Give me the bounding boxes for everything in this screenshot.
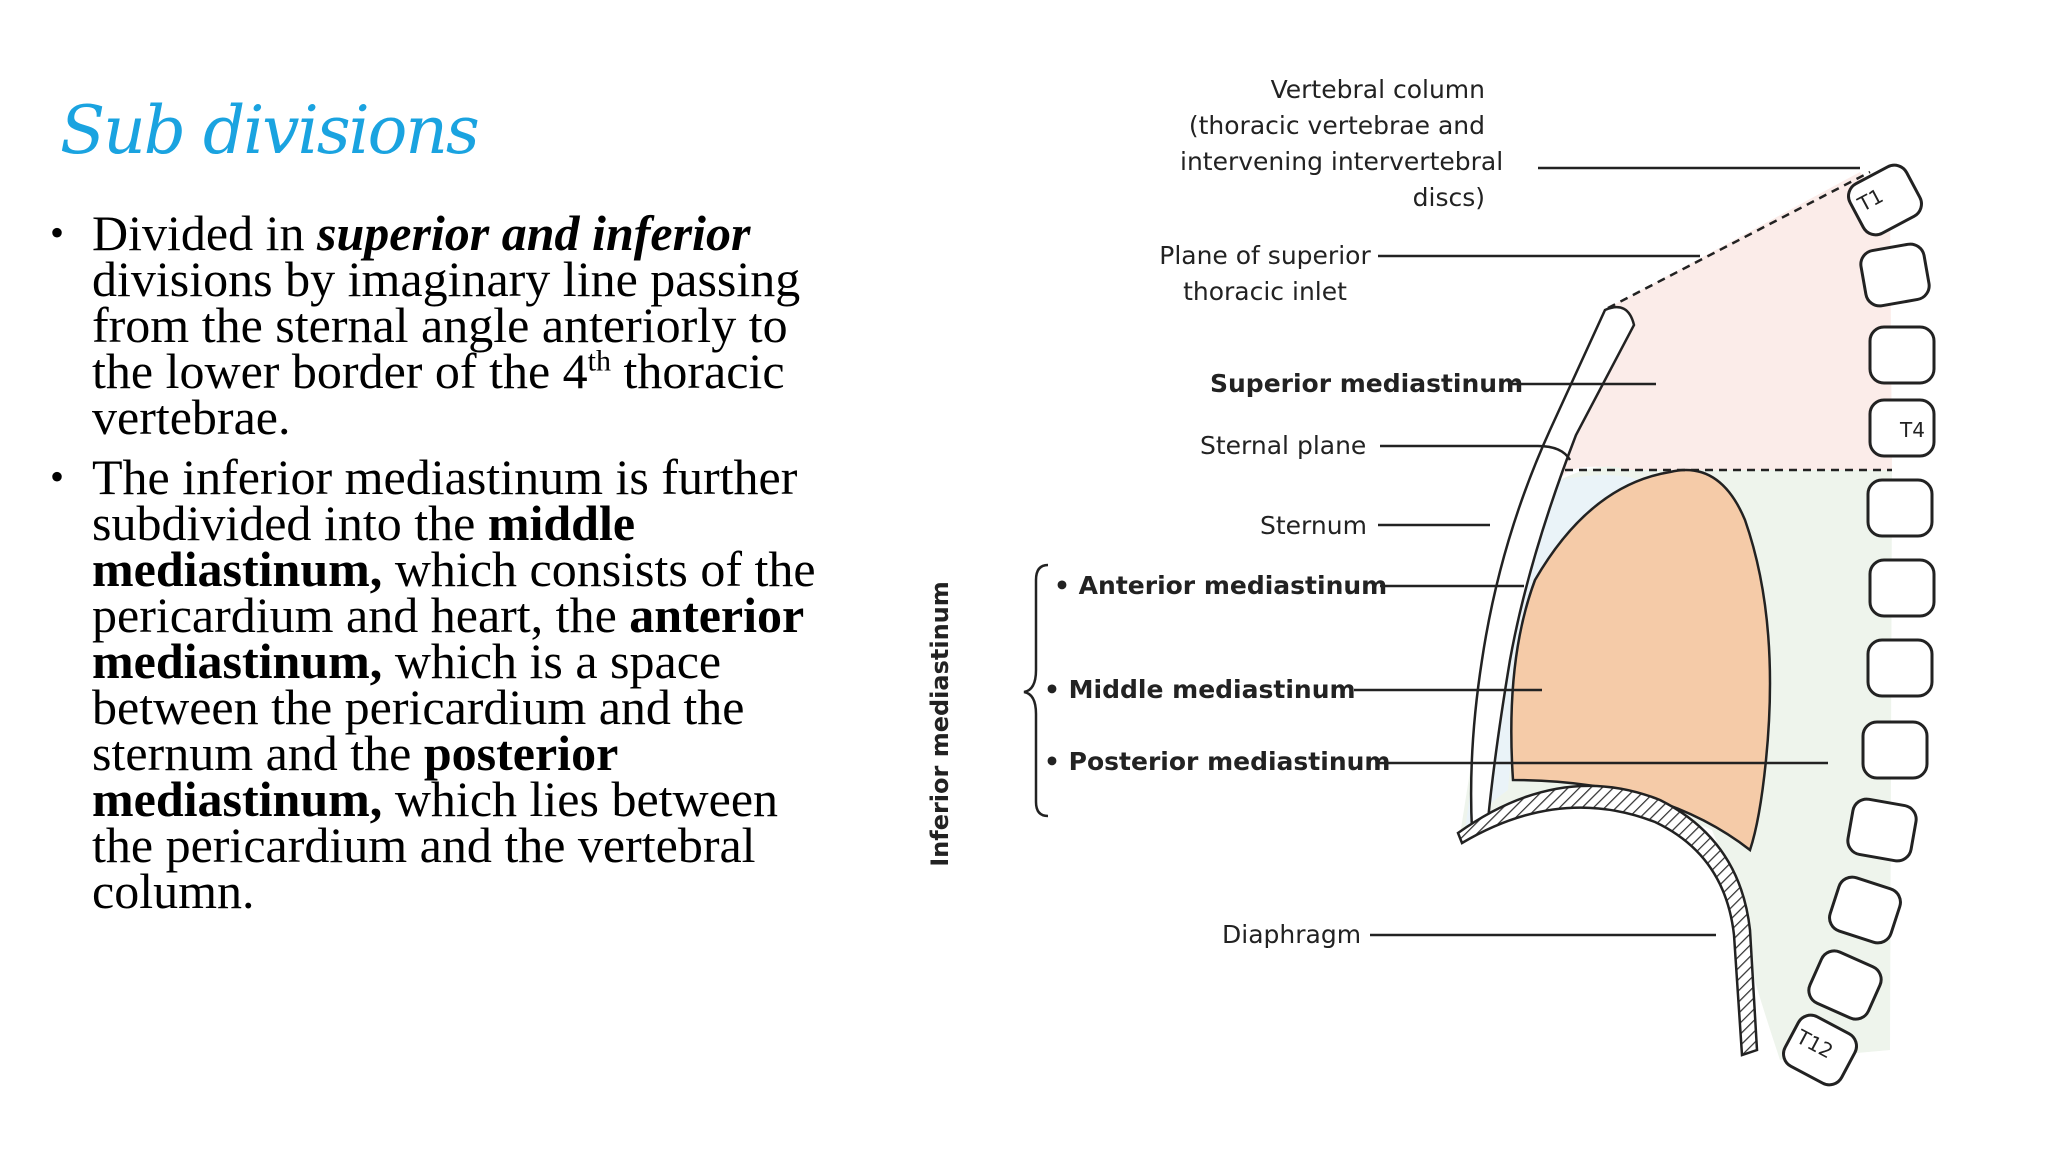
label-line: Vertebral column — [1270, 75, 1485, 104]
vertebra-3 — [1868, 325, 1936, 385]
bullet-emphasis: posterior mediastinum, — [92, 725, 618, 827]
vertebra-7 — [1866, 638, 1934, 698]
bullet-text: divisions by imaginary line passing from… — [92, 251, 801, 399]
vertebra-8 — [1861, 720, 1929, 780]
slide-title: Sub divisions — [60, 92, 480, 169]
bullet-text: The inferior mediastinum is further subd… — [92, 449, 798, 551]
label-vertebral-column: Vertebral column (thoracic vertebrae and… — [1180, 72, 1504, 216]
label-line: Plane of superior — [1159, 241, 1371, 270]
vertebra-1 — [1847, 163, 1923, 237]
bullet-dot: • — [50, 210, 65, 255]
bullet-emphasis: middle mediastinum, — [92, 495, 636, 597]
label-line: (thoracic vertebrae and — [1188, 111, 1485, 140]
vertebra-5 — [1866, 478, 1934, 538]
vertebra-6 — [1868, 558, 1936, 618]
vertebral-column — [1782, 163, 1936, 1087]
label-line: intervening intervertebral — [1180, 147, 1504, 176]
bullet-text: Divided in — [92, 205, 317, 261]
vertebra-11 — [1807, 949, 1883, 1021]
vertebra-10 — [1828, 875, 1902, 945]
label-sternal-plane: Sternal plane — [1200, 431, 1367, 460]
diaphragm — [1456, 784, 1759, 1057]
mediastinum-diagram: Vertebral column (thoracic vertebrae and… — [926, 60, 2000, 1100]
bullet-text: thoracic vertebrae. — [92, 343, 785, 445]
inlet-plane-dashed — [1607, 170, 1871, 310]
bullet-dot: • — [50, 454, 65, 499]
vertebra-12 — [1782, 1013, 1858, 1087]
label-inferior-mediastinum: Inferior mediastinum — [926, 581, 954, 867]
vertebra-9 — [1846, 797, 1918, 863]
inferior-brace — [1023, 563, 1049, 818]
bullet-emphasis: anterior mediastinum, — [92, 587, 804, 689]
bullet-text: which is a space between the pericardium… — [92, 633, 745, 781]
label-sternum: Sternum — [1260, 511, 1367, 540]
superscript: th — [587, 344, 611, 378]
vertebra-label-t4: T4 — [1900, 418, 1925, 442]
label-posterior-mediastinum: • Posterior mediastinum — [1044, 747, 1391, 776]
bullet-list: • Divided in superior and inferior divis… — [50, 208, 840, 928]
label-diaphragm: Diaphragm — [1222, 920, 1362, 949]
heart-pericardium — [1510, 468, 1772, 853]
label-superior-mediastinum: Superior mediastinum — [1210, 369, 1524, 398]
label-plane-inlet: Plane of superior thoracic inlet — [1150, 238, 1380, 310]
bullet-item-division: • Divided in superior and inferior divis… — [50, 208, 840, 442]
superior-region — [1560, 172, 1892, 480]
anterior-region — [1465, 475, 1640, 830]
bullet-item-inferior: • The inferior mediastinum is further su… — [50, 452, 840, 916]
bullet-text: which lies between the pericardium and t… — [92, 771, 779, 919]
leader-sternal — [1380, 444, 1572, 461]
label-line: thoracic inlet — [1183, 277, 1347, 306]
vertebra-2 — [1859, 242, 1931, 308]
label-line: discs) — [1412, 183, 1485, 212]
label-anterior-mediastinum: • Anterior mediastinum — [1054, 571, 1388, 600]
diagram-drawing — [1023, 163, 1936, 1087]
label-middle-mediastinum: • Middle mediastinum — [1044, 675, 1356, 704]
vertebra-4 — [1868, 398, 1936, 458]
bullet-emphasis: superior and inferior — [316, 205, 751, 261]
bullet-text: which consists of the pericardium and he… — [92, 541, 816, 643]
